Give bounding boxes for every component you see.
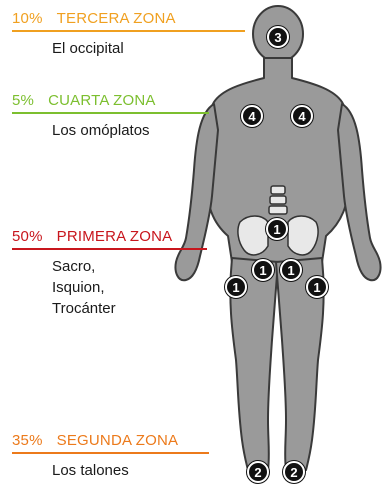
zone-segunda-description: Los talones xyxy=(12,460,209,481)
zone-primera-heading: 50% PRIMERA ZONA xyxy=(12,228,207,245)
zone-segunda-desc-line: Los talones xyxy=(52,462,129,479)
zone-cuarta: 5% CUARTA ZONA Los omóplatos xyxy=(12,92,209,141)
zone-primera-description: Sacro, Isquion, Trocánter xyxy=(12,256,207,319)
zone-tercera-desc-line: El occipital xyxy=(52,40,124,57)
zone-cuarta-desc-line: Los omóplatos xyxy=(52,122,150,139)
badge-heel-left: 2 xyxy=(247,461,269,483)
badge-occipital: 3 xyxy=(267,26,289,48)
zone-tercera-description: El occipital xyxy=(12,38,245,59)
badge-scapula-right: 4 xyxy=(291,105,313,127)
zone-primera-name: PRIMERA ZONA xyxy=(56,228,173,245)
zone-segunda-rule xyxy=(12,452,209,454)
zone-segunda-name: SEGUNDA ZONA xyxy=(56,432,179,449)
zone-segunda-heading: 35% SEGUNDA ZONA xyxy=(12,432,209,449)
zone-primera-rule xyxy=(12,248,207,250)
zone-tercera-rule xyxy=(12,30,245,32)
zone-segunda-percent: 35% xyxy=(12,432,43,449)
zone-primera-desc-line: Sacro, xyxy=(52,258,96,275)
zone-tercera-name: TERCERA ZONA xyxy=(56,10,176,27)
badge-heel-right: 2 xyxy=(283,461,305,483)
left-arm xyxy=(174,103,219,282)
badge-scapula-left: 4 xyxy=(241,105,263,127)
vertebra xyxy=(270,185,286,195)
zone-primera-desc-line: Isquion, xyxy=(52,279,105,296)
zone-primera-desc-line: Trocánter xyxy=(52,300,116,317)
zone-cuarta-heading: 5% CUARTA ZONA xyxy=(12,92,209,109)
zone-cuarta-name: CUARTA ZONA xyxy=(48,92,156,109)
badge-sacrum: 1 xyxy=(266,218,288,240)
badge-trochanter-right: 1 xyxy=(306,276,328,298)
zone-cuarta-percent: 5% xyxy=(12,92,35,109)
vertebra xyxy=(268,205,288,215)
badge-ischium-left: 1 xyxy=(252,259,274,281)
zone-tercera-heading: 10% TERCERA ZONA xyxy=(12,10,245,27)
pelvis-bone xyxy=(237,215,269,256)
zone-primera-percent: 50% xyxy=(12,228,43,245)
right-leg xyxy=(275,257,325,471)
badge-ischium-right: 1 xyxy=(280,259,302,281)
zone-tercera: 10% TERCERA ZONA El occipital xyxy=(12,10,245,59)
zone-segunda: 35% SEGUNDA ZONA Los talones xyxy=(12,432,209,481)
badge-trochanter-left: 1 xyxy=(225,276,247,298)
zone-cuarta-rule xyxy=(12,112,209,114)
pelvis-bone xyxy=(287,215,319,256)
zone-primera: 50% PRIMERA ZONA Sacro, Isquion, Trocánte… xyxy=(12,228,207,319)
right-arm xyxy=(337,103,382,282)
zone-cuarta-description: Los omóplatos xyxy=(12,120,209,141)
zone-tercera-percent: 10% xyxy=(12,10,43,27)
vertebra xyxy=(269,195,287,205)
